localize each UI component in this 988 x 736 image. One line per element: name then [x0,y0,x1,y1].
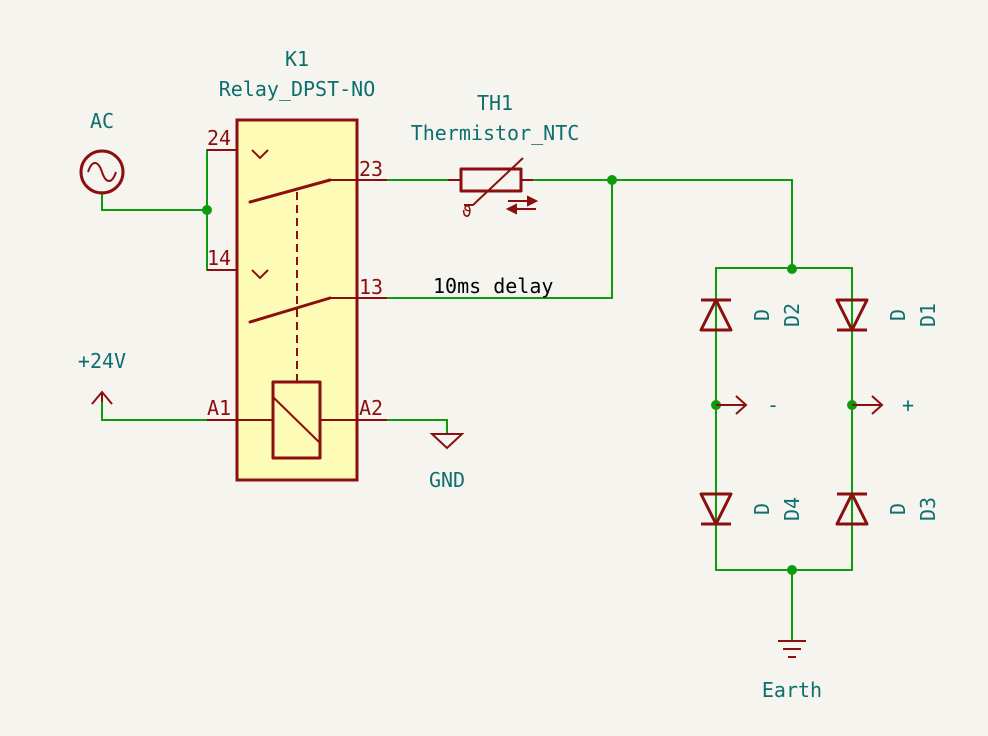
wire-24v-to-a1 [101,399,208,421]
wire-13-delay [356,179,613,299]
diode-d1 [835,298,869,332]
diode-d4-reference: D4 [780,497,804,521]
pin-number-a2: A2 [359,396,383,420]
net-label-delay: 10ms delay [433,274,553,298]
thermistor-reference: TH1 [477,91,513,115]
diode-icon [699,492,733,526]
ac-label: AC [90,109,114,133]
ac-source-icon [79,149,125,195]
gnd-label: GND [429,468,465,492]
diode-d2-value: D [750,309,774,321]
output-minus-label: - [767,393,779,417]
wires [101,149,853,641]
thermistor-th1: ϑ TH1 Thermistor_NTC [411,91,580,221]
pin-number-23: 23 [359,157,383,181]
vcc-label: +24V [78,349,126,373]
diode-d3-value: D [886,503,910,515]
contact-terminal-icon [251,149,269,160]
pin-number-13: 13 [359,275,383,299]
vcc-arrow-icon [91,390,113,405]
diode-icon [699,298,733,332]
junction-dot [607,175,617,185]
junction-dot [787,264,797,274]
thermistor-value: Thermistor_NTC [411,121,580,145]
junction-dot [202,205,212,215]
output-arrow-icon [735,395,748,415]
relay-coil-icon [271,380,322,460]
switch-blade-bottom [248,296,332,324]
junction-dot [787,565,797,575]
relay-k1: 24 14 23 13 A1 A2 K1 Relay_DPST-NO [207,47,387,482]
arrow-head-right [527,195,539,207]
pin-number-14: 14 [207,246,231,270]
output-minus: - [716,393,779,417]
diode-d3 [835,492,869,526]
power-gnd: GND [429,433,465,492]
coil-diagonal [272,396,321,444]
ac-source: AC [79,109,125,195]
relay-value: Relay_DPST-NO [219,77,376,101]
output-plus: + [852,393,914,417]
output-plus-label: + [902,393,914,417]
arrow-head-left [505,203,517,215]
wire-a2-to-gnd [386,419,448,435]
sine-wave-icon [87,162,117,182]
pin-number-a1: A1 [207,396,231,420]
thermistor-slope-icon [464,157,524,206]
junctions [202,175,857,575]
diode-d1-value: D [886,309,910,321]
earth-label: Earth [762,678,822,702]
diode-d4-value: D [750,503,774,515]
diode-d4 [699,492,733,526]
diode-d3-reference: D3 [916,497,940,521]
thermistor-body-icon [459,167,523,193]
power-24v: +24V [78,349,126,405]
wire-ac-to-junction [101,191,208,211]
diode-icon [835,298,869,332]
switch-blade-top [248,178,332,204]
diode-icon [835,492,869,526]
output-arrow-icon [871,395,884,415]
contact-terminal-icon [251,269,269,280]
diode-d2-reference: D2 [780,303,804,327]
wire-thermistor-to-bridge [532,179,793,269]
gnd-icon [429,433,465,450]
relay-reference: K1 [285,47,309,71]
pin-number-24: 24 [207,126,231,150]
thermistor-theta-symbol: ϑ [462,202,472,221]
diode-d2 [699,298,733,332]
diode-d1-reference: D1 [916,303,940,327]
power-earth: Earth [762,640,822,702]
